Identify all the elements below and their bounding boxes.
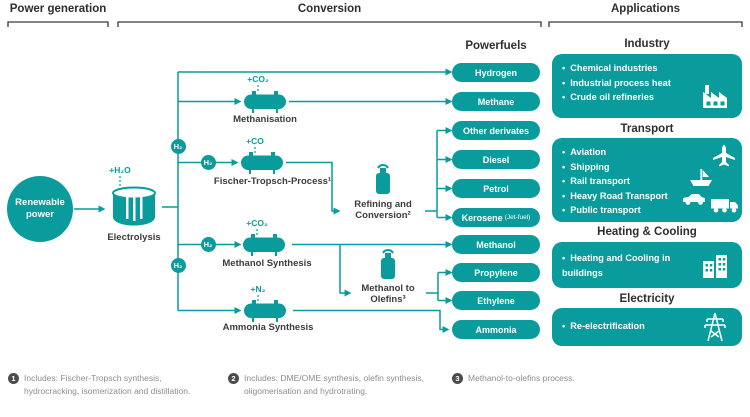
list-item: Heavy Road Transport xyxy=(562,189,694,204)
reactor-tank-icon xyxy=(244,300,286,322)
methanisation-feed-label: +CO₂ xyxy=(247,74,269,84)
powerfuel-pill-petrol: Petrol xyxy=(452,179,540,198)
transport-box: Aviation Shipping Rail transport Heavy R… xyxy=(552,138,742,222)
fischer-tropsch-feed-label: +CO xyxy=(246,136,264,146)
h2-badge: H₂ xyxy=(170,138,186,154)
methanol-to-olefins-label: Methanol to Olefins³ xyxy=(361,283,415,305)
gas-canister-icon xyxy=(376,164,390,194)
methanisation-label: Methanisation xyxy=(233,114,297,125)
renewable-power-node: Renewable power xyxy=(7,176,73,242)
pill-label: Other derivates xyxy=(462,125,530,136)
pill-label: Diesel xyxy=(482,154,510,165)
powerfuel-pill-methane: Methane xyxy=(452,92,540,111)
electricity-box: Re-electrification xyxy=(552,308,742,346)
footnote-1-text: Includes: Fischer-Tropsch synthesis, hyd… xyxy=(24,373,191,396)
pill-label: Methane xyxy=(477,96,515,107)
industry-list: Chemical industries Industrial process h… xyxy=(552,54,704,112)
section-power-generation: Power generation xyxy=(9,3,107,15)
pill-label: Kerosene xyxy=(461,212,503,223)
factory-icon xyxy=(703,85,727,108)
heating-cooling-box: Heating and Cooling in buildings xyxy=(552,242,742,288)
footnote-1: 1 Includes: Fischer-Tropsch synthesis, h… xyxy=(8,372,208,398)
list-item: Heating and Cooling in buildings xyxy=(562,251,682,280)
section-conversion: Conversion xyxy=(297,3,362,15)
section-applications: Applications xyxy=(610,3,680,15)
ammonia-synthesis-label: Ammonia Synthesis xyxy=(222,322,314,333)
transport-list: Aviation Shipping Rail transport Heavy R… xyxy=(552,138,704,225)
powerfuel-pill-diesel: Diesel xyxy=(452,150,540,169)
footnote-3-marker: 3 xyxy=(452,373,463,384)
electrolysis-icon xyxy=(112,186,156,226)
transport-title: Transport xyxy=(620,123,674,135)
pill-label: Ammonia xyxy=(475,324,517,335)
truck-icon xyxy=(711,199,738,213)
powerfuel-pill-ethylene: Ethylene xyxy=(452,291,540,310)
powerfuel-pill-other-derivates: Other derivates xyxy=(452,121,540,140)
footnote-1-marker: 1 xyxy=(8,373,19,384)
list-item: Shipping xyxy=(562,160,694,175)
pill-label: Methanol xyxy=(476,239,516,250)
electrolysis-feed-label: +H₂O xyxy=(109,165,131,175)
footnote-3: 3 Methanol-to-olefins process. xyxy=(452,372,682,385)
pylon-icon xyxy=(704,312,726,342)
list-item: Industrial process heat xyxy=(562,76,694,91)
list-item: Aviation xyxy=(562,145,694,160)
powerfuel-pill-ammonia: Ammonia xyxy=(452,320,540,339)
pill-note: (Jet-fuel) xyxy=(504,214,531,221)
powerfuels-title: Powerfuels xyxy=(465,40,527,52)
electrolysis-label: Electrolysis xyxy=(107,232,161,243)
gas-canister-icon xyxy=(381,249,395,279)
list-item: Chemical industries xyxy=(562,61,694,76)
footnote-2: 2 Includes: DME/OME synthesis, olefin sy… xyxy=(228,372,444,398)
pill-label: Ethylene xyxy=(477,295,515,306)
industry-box: Chemical industries Industrial process h… xyxy=(552,54,742,118)
pill-label: Hydrogen xyxy=(474,67,517,78)
fischer-tropsch-label: Fischer-Tropsch-Process¹ xyxy=(213,176,332,187)
electricity-list: Re-electrification xyxy=(552,308,704,341)
industry-title: Industry xyxy=(624,38,670,50)
methanol-synthesis-feed-label: +CO₂ xyxy=(246,218,268,228)
h2-badge: H₂ xyxy=(170,257,186,273)
footnote-2-text: Includes: DME/OME synthesis, olefin synt… xyxy=(244,373,424,396)
heating-cooling-title: Heating & Cooling xyxy=(597,226,697,238)
list-item: Public transport xyxy=(562,203,694,218)
h2-badge: H₂ xyxy=(200,155,216,170)
powerfuel-pill-hydrogen: Hydrogen xyxy=(452,63,540,82)
powerfuel-pill-propylene: Propylene xyxy=(452,263,540,282)
footnote-2-marker: 2 xyxy=(228,373,239,384)
h2-badge: H₂ xyxy=(200,237,216,252)
list-item: Re-electrification xyxy=(562,319,694,334)
reactor-tank-icon xyxy=(241,152,283,174)
section-brackets xyxy=(7,21,743,27)
plane-icon xyxy=(713,145,735,167)
car-icon xyxy=(683,194,705,205)
powerfuel-pill-methanol: Methanol xyxy=(452,235,540,254)
pill-label: Petrol xyxy=(483,183,509,194)
footnote-3-text: Methanol-to-olefins process. xyxy=(468,373,575,383)
ship-icon xyxy=(690,169,712,186)
reactor-tank-icon xyxy=(243,234,285,256)
reactor-tank-icon xyxy=(244,91,286,113)
powerfuel-pill-kerosene: Kerosene(Jet-fuel) xyxy=(452,208,540,227)
heating-cooling-list: Heating and Cooling in buildings xyxy=(552,242,692,287)
list-item: Crude oil refineries xyxy=(562,90,694,105)
methanol-synthesis-label: Methanol Synthesis xyxy=(222,258,312,269)
list-item: Rail transport xyxy=(562,174,694,189)
pill-label: Propylene xyxy=(474,267,518,278)
buildings-icon xyxy=(703,255,727,278)
electricity-title: Electricity xyxy=(619,293,675,305)
ammonia-synthesis-feed-label: +N₂ xyxy=(250,284,266,294)
refining-conversion-label: Refining and Conversion² xyxy=(354,199,412,221)
